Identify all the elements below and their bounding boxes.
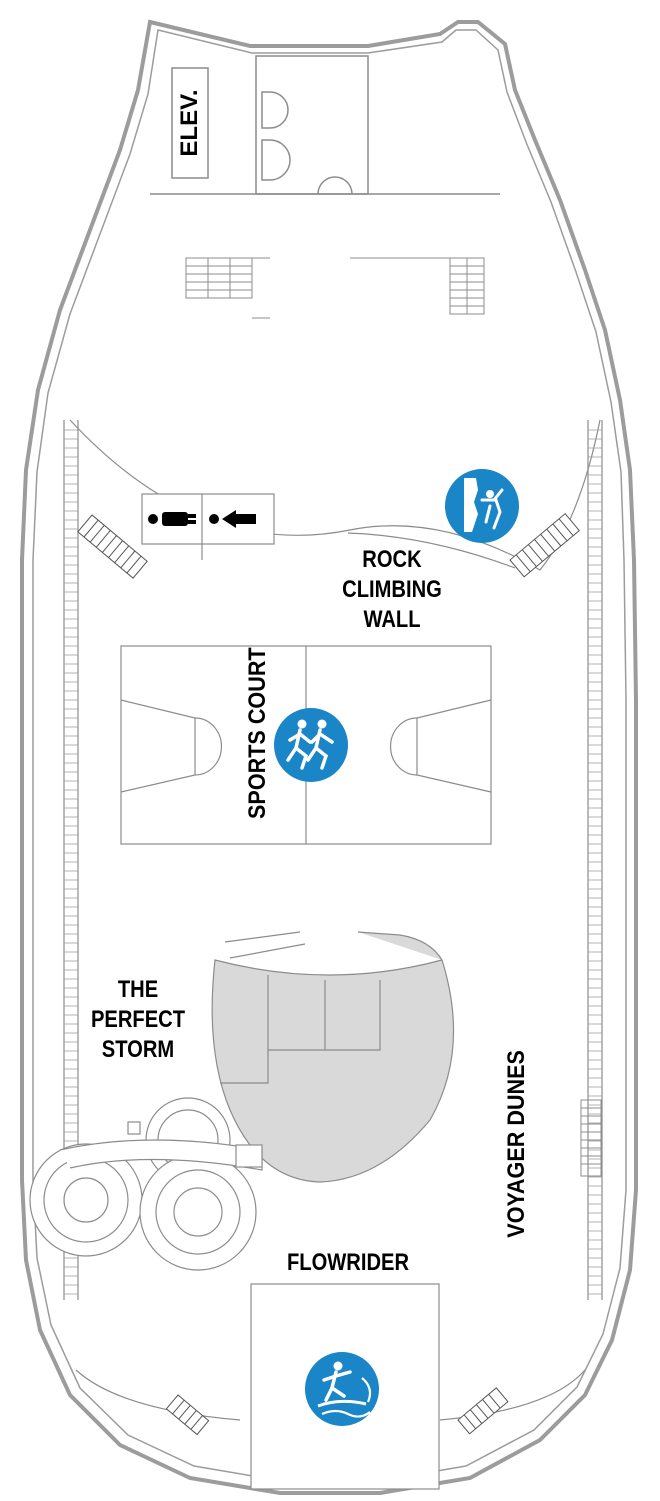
- elevator-label: ELEV.: [176, 89, 203, 157]
- water-slide-loops: [29, 1097, 263, 1271]
- rock-climbing-wall-line-1: ROCK: [362, 546, 422, 573]
- rail-ticks: [64, 429, 602, 1295]
- voyager-dunes-label: VOYAGER DUNES: [503, 1050, 530, 1238]
- sports-court-label: SPORTS COURT: [244, 647, 271, 819]
- running-people-icon[interactable]: [274, 708, 348, 782]
- perfect-storm-label: THE PERFECT STORM: [88, 975, 189, 1065]
- restroom-block: [141, 493, 275, 560]
- rock-climbing-wall-line-2: CLIMBING: [342, 576, 442, 603]
- rock-climbing-icon[interactable]: [445, 469, 519, 543]
- surfer-icon[interactable]: [305, 1352, 379, 1426]
- forward-structures: [150, 55, 500, 195]
- sports-court: [120, 645, 492, 845]
- perfect-storm-structure: [211, 931, 455, 1183]
- rock-climbing-wall-line-3: WALL: [363, 606, 421, 633]
- stairs-diagonal: [77, 513, 581, 1436]
- ship-hull: [20, 19, 638, 1495]
- stair-grid-right: [350, 257, 485, 315]
- rock-wall-curve: [347, 532, 516, 569]
- rock-climbing-wall-label: ROCK CLIMBING WALL: [330, 545, 454, 635]
- perfect-storm-line-1: THE: [117, 976, 159, 1003]
- womens-restroom-icon: [209, 510, 256, 528]
- perfect-storm-line-3: STORM: [101, 1036, 175, 1063]
- flowrider-label: FLOWRIDER: [286, 1249, 410, 1276]
- stair-grid-left: [185, 257, 270, 319]
- perfect-storm-line-2: PERFECT: [90, 1006, 186, 1033]
- small-stair-right: [580, 1099, 602, 1177]
- mens-restroom-icon: [148, 512, 196, 526]
